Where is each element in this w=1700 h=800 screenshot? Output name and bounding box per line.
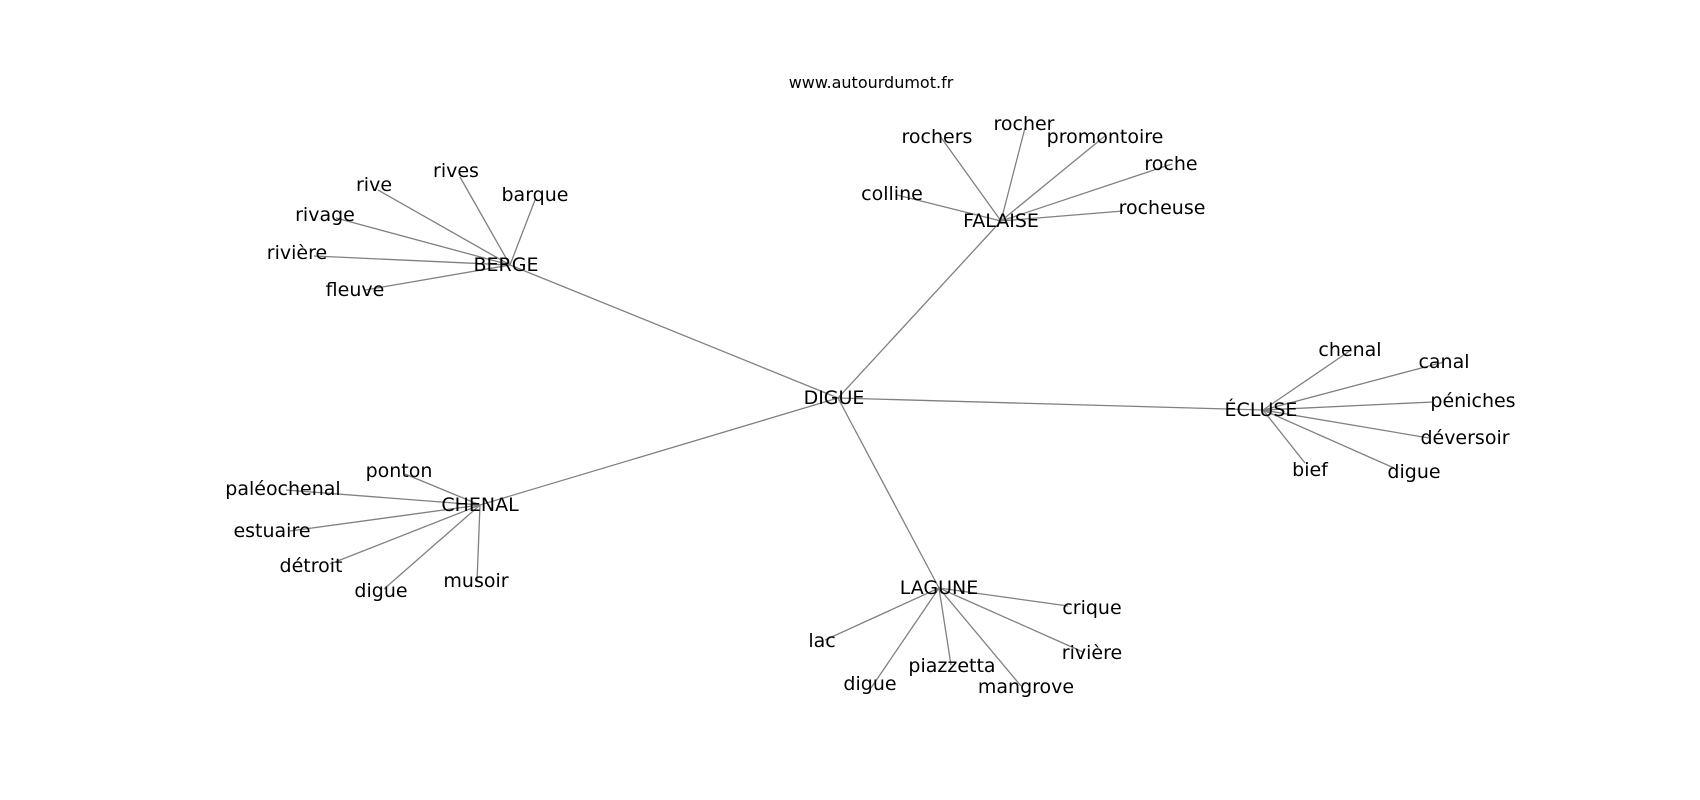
hub-leaf-edge	[509, 199, 536, 266]
leaf-label[interactable]: rivière	[1062, 642, 1122, 664]
hub-leaf-edge	[476, 504, 481, 583]
leaf-label[interactable]: roche	[1144, 153, 1197, 175]
hub-leaf-edge	[459, 176, 511, 266]
hub-leaf-edge	[1262, 409, 1306, 464]
leaf-label[interactable]: rives	[433, 160, 479, 182]
leaf-label[interactable]: mangrove	[978, 676, 1074, 698]
leaf-label[interactable]: canal	[1418, 351, 1469, 373]
leaf-label[interactable]: paléochenal	[225, 478, 340, 500]
hub-leaf-edge	[938, 587, 1069, 607]
leaf-label[interactable]: fleuve	[326, 279, 385, 301]
hub-leaf-edge	[1262, 409, 1395, 469]
hub-leaf-edge	[870, 587, 940, 689]
center-hub-edge	[479, 397, 839, 506]
hub-leaf-edge	[404, 473, 481, 506]
edges-layer	[285, 123, 1445, 689]
hub-leaf-edge	[824, 587, 940, 641]
hub-leaf-edge	[938, 587, 1022, 687]
leaf-label[interactable]: rocheuse	[1119, 197, 1206, 219]
leaf-label[interactable]: barque	[502, 184, 569, 206]
leaf-label[interactable]: rive	[356, 174, 392, 196]
hub-leaf-edge	[383, 504, 481, 590]
hub-leaf-edge	[938, 587, 952, 666]
center-hub-edge	[837, 397, 940, 589]
leaf-label[interactable]: colline	[861, 183, 923, 205]
hub-leaf-edge	[1000, 210, 1124, 222]
hub-leaf-edge	[938, 587, 1084, 653]
center-hub-edge	[837, 220, 1002, 399]
leaf-label[interactable]: bief	[1292, 459, 1329, 481]
cluster-ecluse: ÉCLUSE chenal canal péniches déversoir d…	[1225, 339, 1516, 483]
hub-leaf-edge	[896, 194, 1002, 222]
hub-leaf-edge	[1262, 361, 1445, 411]
hub-label[interactable]: BERGE	[474, 254, 539, 276]
hub-leaf-edge	[289, 504, 481, 532]
leaf-label[interactable]: ponton	[366, 460, 433, 482]
hub-leaf-edge	[313, 255, 511, 266]
leaf-label[interactable]: digue	[354, 580, 407, 602]
cluster-lagune: LAGUNE crique rivière mangrove piazzetta…	[808, 577, 1122, 698]
hub-label[interactable]: ÉCLUSE	[1225, 398, 1298, 421]
hub-leaf-edge	[1000, 135, 1106, 222]
leaf-label[interactable]: rivage	[295, 204, 355, 226]
hub-label[interactable]: LAGUNE	[900, 577, 979, 599]
center-hub-edge	[837, 397, 1264, 411]
leaf-label[interactable]: péniches	[1430, 390, 1515, 412]
hub-leaf-edge	[377, 189, 511, 266]
hub-leaf-edge	[335, 217, 511, 266]
cluster-falaise: FALAISE rocher rochers promontoire roche…	[861, 113, 1205, 232]
leaf-label[interactable]: estuaire	[233, 520, 310, 542]
leaf-label[interactable]: digue	[1387, 461, 1440, 483]
leaf-label[interactable]: digue	[843, 673, 896, 695]
hub-leaf-edge	[1000, 163, 1173, 222]
leaf-label[interactable]: détroit	[280, 555, 343, 577]
cluster-berge: BERGE rives barque rive rivage rivière f…	[267, 160, 569, 301]
center-hub-edge	[509, 264, 839, 399]
center-node-label[interactable]: DIGUE	[804, 387, 865, 409]
leaf-label[interactable]: lac	[808, 630, 835, 652]
leaf-label[interactable]: piazzetta	[908, 655, 995, 677]
hub-leaf-edge	[329, 504, 481, 565]
hub-leaf-edge	[364, 264, 511, 291]
leaf-label[interactable]: rocher	[993, 113, 1054, 135]
leaf-label[interactable]: crique	[1062, 597, 1121, 619]
site-url[interactable]: www.autourdumot.fr	[789, 73, 954, 92]
hub-label[interactable]: FALAISE	[963, 210, 1039, 232]
cluster-chenal: CHENAL ponton paléochenal estuaire détro…	[225, 460, 519, 602]
leaf-label[interactable]: musoir	[443, 570, 508, 592]
hub-leaf-edge	[939, 135, 1002, 222]
hub-leaf-edge	[1262, 409, 1430, 439]
leaf-label[interactable]: rochers	[902, 126, 973, 148]
hub-leaf-edge	[1262, 349, 1352, 411]
hub-leaf-edge	[1262, 401, 1434, 411]
hub-leaf-edge	[1000, 123, 1027, 222]
leaf-label[interactable]: promontoire	[1047, 126, 1164, 148]
leaf-label[interactable]: déversoir	[1420, 427, 1509, 449]
leaf-label[interactable]: rivière	[267, 242, 327, 264]
leaf-label[interactable]: chenal	[1318, 339, 1381, 361]
hub-leaf-edge	[285, 489, 481, 506]
hub-label[interactable]: CHENAL	[441, 494, 519, 516]
